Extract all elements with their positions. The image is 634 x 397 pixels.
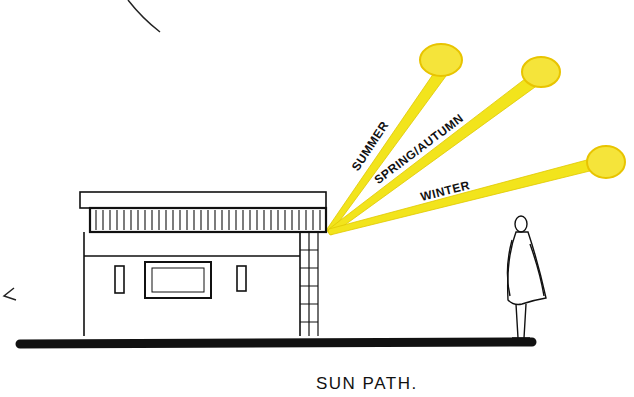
spring-autumn-sun <box>522 57 560 87</box>
window-pane <box>152 268 204 292</box>
sketch-stroke <box>128 0 160 32</box>
ray-label: WINTER <box>419 179 471 203</box>
louvre-slats <box>96 210 320 230</box>
winter-ray <box>328 157 602 235</box>
person-figure <box>507 216 546 338</box>
winter-sun <box>587 146 625 178</box>
small-window <box>115 266 124 293</box>
building <box>80 192 326 336</box>
wall <box>84 232 300 336</box>
caption: SUN PATH. <box>316 374 418 394</box>
summer-sun <box>420 44 462 76</box>
spring-autumn-ray <box>328 72 542 235</box>
window <box>145 262 211 298</box>
ray-label: SUMMER <box>349 119 390 173</box>
column <box>300 232 318 336</box>
sketch-stroke <box>4 288 16 300</box>
suns <box>420 44 625 178</box>
sun-rays <box>327 70 602 235</box>
roof <box>80 192 326 208</box>
ground-line <box>20 342 532 344</box>
louvre-band <box>90 208 326 232</box>
small-window <box>237 266 246 291</box>
